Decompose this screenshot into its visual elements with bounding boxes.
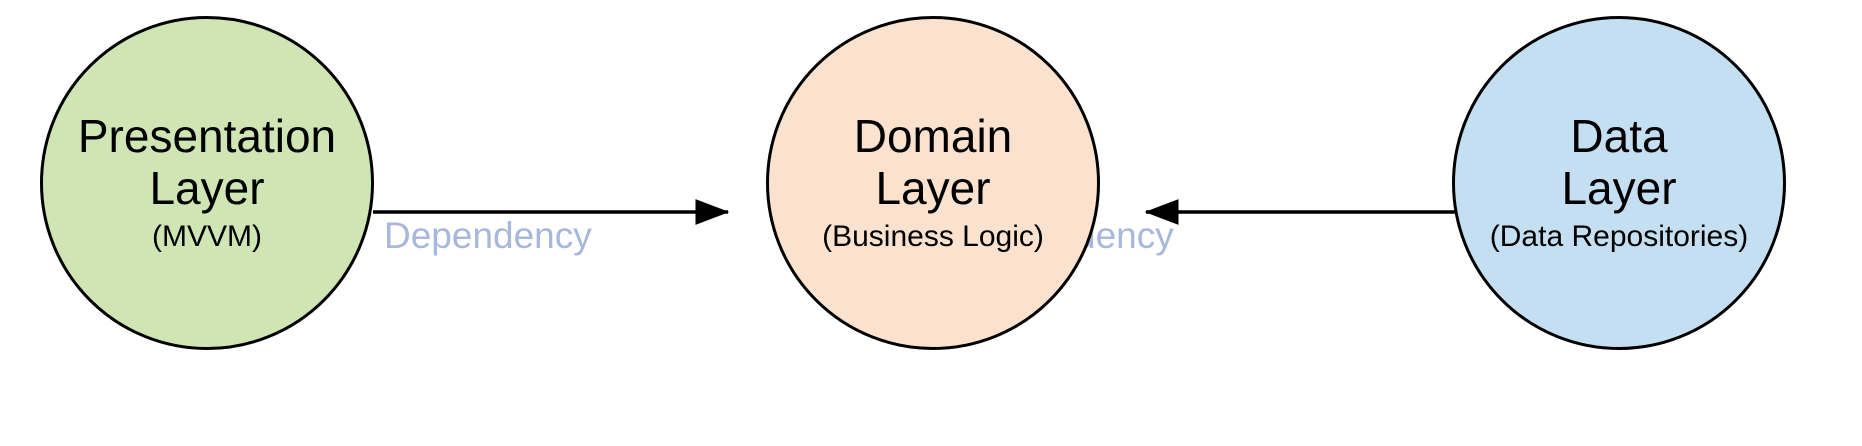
node-data-layer-title-line2: Layer [1561, 162, 1677, 214]
node-domain-layer[interactable]: Domain Layer (Business Logic) [766, 16, 1100, 350]
node-presentation-layer-subtitle: (MVVM) [152, 219, 262, 253]
node-domain-layer-subtitle: (Business Logic) [822, 219, 1044, 253]
node-presentation-layer-title-line2: Layer [149, 162, 265, 214]
edge-presentation-to-domain [373, 199, 730, 225]
node-data-layer-title-line1: Data [1570, 110, 1668, 163]
node-data-layer[interactable]: Data Layer (Data Repositories) [1452, 16, 1786, 350]
edge-label-presentation-to-domain: Dependency [384, 215, 592, 256]
node-data-layer-subtitle: (Data Repositories) [1489, 219, 1749, 253]
node-domain-layer-title-line1: Domain [853, 110, 1013, 163]
node-presentation-layer-title-line1: Presentation [77, 110, 337, 163]
node-presentation-layer[interactable]: Presentation Layer (MVVM) [40, 16, 374, 350]
edge-data-to-domain [1144, 199, 1457, 225]
node-domain-layer-title-line2: Layer [875, 162, 991, 214]
